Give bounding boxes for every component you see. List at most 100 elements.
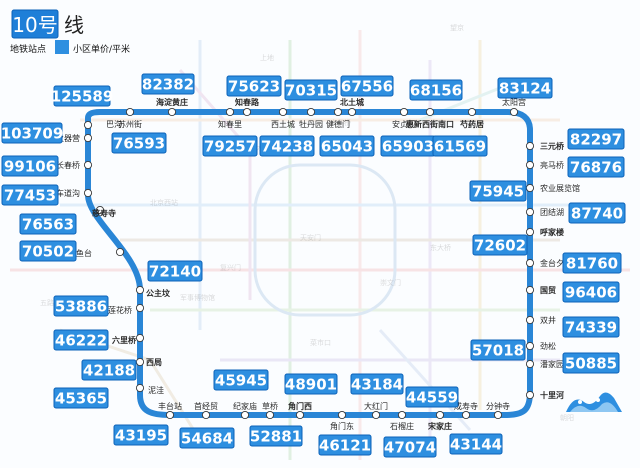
station-label: 车道沟	[56, 188, 80, 198]
station-label: 十里河	[540, 390, 564, 400]
station-marker	[306, 107, 316, 117]
station-label: 北土城	[340, 97, 364, 107]
price-value: 45365	[55, 390, 107, 408]
station-marker	[399, 107, 409, 117]
price-box	[469, 180, 527, 202]
price-value: 72140	[149, 263, 201, 281]
price-value: 125589	[51, 88, 114, 106]
station-marker	[525, 141, 535, 151]
station-marker	[333, 107, 343, 117]
station-marker	[225, 107, 235, 117]
station-marker	[525, 227, 535, 237]
station-label: 国贸	[540, 285, 556, 295]
station-label: 大红门	[364, 401, 388, 411]
station-label: 分钟寺	[486, 401, 510, 411]
station-label: 芍药居	[460, 119, 484, 129]
station-marker	[525, 315, 535, 325]
station-label: 健德门	[326, 119, 350, 129]
station-label: 丰台站	[158, 401, 182, 411]
price-box	[383, 436, 437, 458]
station-marker	[461, 410, 471, 420]
legend-price-label: 小区单价/平米	[73, 43, 130, 55]
price-value: 76876	[570, 159, 622, 177]
station-label: 巴沟	[106, 119, 122, 129]
price-box	[1, 155, 59, 177]
station-label: 草桥	[262, 401, 278, 411]
station-label: 莲花桥	[108, 305, 132, 315]
price-value: 65903	[382, 138, 434, 156]
station-marker	[347, 107, 357, 117]
price-value: 75945	[472, 183, 524, 201]
svg-text:天安门: 天安门	[300, 233, 321, 242]
station-label: 火器营	[56, 133, 80, 143]
station-marker	[95, 205, 105, 215]
price-box	[470, 339, 526, 361]
price-box	[202, 135, 258, 157]
map-title: 10号 线	[11, 9, 84, 39]
station-label: 石榴庄	[390, 421, 414, 431]
station-marker	[165, 410, 175, 420]
title-suffix: 线	[64, 13, 84, 37]
price-value: 67556	[341, 78, 393, 96]
price-box	[19, 213, 77, 235]
station-marker	[240, 410, 250, 420]
station-marker	[295, 410, 305, 420]
price-value: 43144	[450, 436, 502, 454]
price-value: 79257	[204, 138, 256, 156]
price-value: 42188	[83, 362, 135, 380]
price-box	[405, 386, 459, 408]
station-label: 长春桥	[56, 160, 80, 170]
price-value: 74238	[261, 138, 313, 156]
price-box	[179, 427, 235, 449]
price-box	[111, 132, 167, 154]
price-value: 46121	[319, 437, 371, 455]
svg-text:安华桥: 安华桥	[330, 118, 351, 127]
price-value: 70315	[285, 82, 337, 100]
price-box	[141, 73, 195, 95]
price-box	[81, 359, 137, 381]
price-value: 76593	[113, 135, 165, 153]
price-box	[562, 316, 620, 338]
price-box	[1, 122, 63, 144]
station-marker	[425, 107, 435, 117]
svg-text:五路: 五路	[40, 298, 54, 307]
station-marker	[525, 285, 535, 295]
price-box	[319, 135, 375, 157]
station-marker	[135, 303, 145, 313]
price-value: 82382	[142, 76, 194, 94]
station-label: 劲松	[540, 341, 556, 351]
price-value: 82297	[570, 131, 622, 149]
price-value: 65043	[321, 138, 373, 156]
station-label: 六里桥	[112, 335, 137, 345]
price-value: 74339	[565, 319, 617, 337]
price-value: 57018	[472, 342, 524, 360]
price-box	[350, 373, 404, 395]
station-label: 团结湖	[540, 207, 564, 217]
station-label: 苏州街	[118, 119, 142, 129]
station-label: 三元桥	[540, 141, 565, 151]
price-value: 87740	[571, 205, 623, 223]
station-label: 亮马桥	[540, 160, 564, 170]
station-marker	[167, 107, 177, 117]
station-label: 西土城	[271, 119, 295, 129]
station-label: 双井	[540, 315, 556, 325]
price-box	[562, 281, 620, 303]
station-marker	[371, 410, 381, 420]
station-marker	[135, 333, 145, 343]
station-marker	[525, 258, 535, 268]
station-marker	[525, 207, 535, 217]
station-marker	[525, 183, 535, 193]
station-label: 知春里	[218, 119, 242, 129]
price-value: 75623	[228, 78, 280, 96]
price-box	[562, 252, 622, 274]
stations-layer: 巴沟苏州街海淀黄庄知春里知春路西土城牡丹园健德门北土城安贞门惠新西街南口芍药居太…	[56, 97, 580, 431]
station-label: 宋家庄	[427, 421, 452, 431]
station-label: 公主坟	[146, 288, 170, 298]
price-value: 52881	[250, 428, 302, 446]
price-value: 46222	[55, 332, 107, 350]
station-label: 西局	[146, 358, 162, 367]
price-box	[1, 184, 59, 206]
station-marker	[125, 107, 135, 117]
price-value: 72602	[474, 237, 526, 255]
svg-text:军事博物馆: 军事博物馆	[180, 293, 215, 302]
